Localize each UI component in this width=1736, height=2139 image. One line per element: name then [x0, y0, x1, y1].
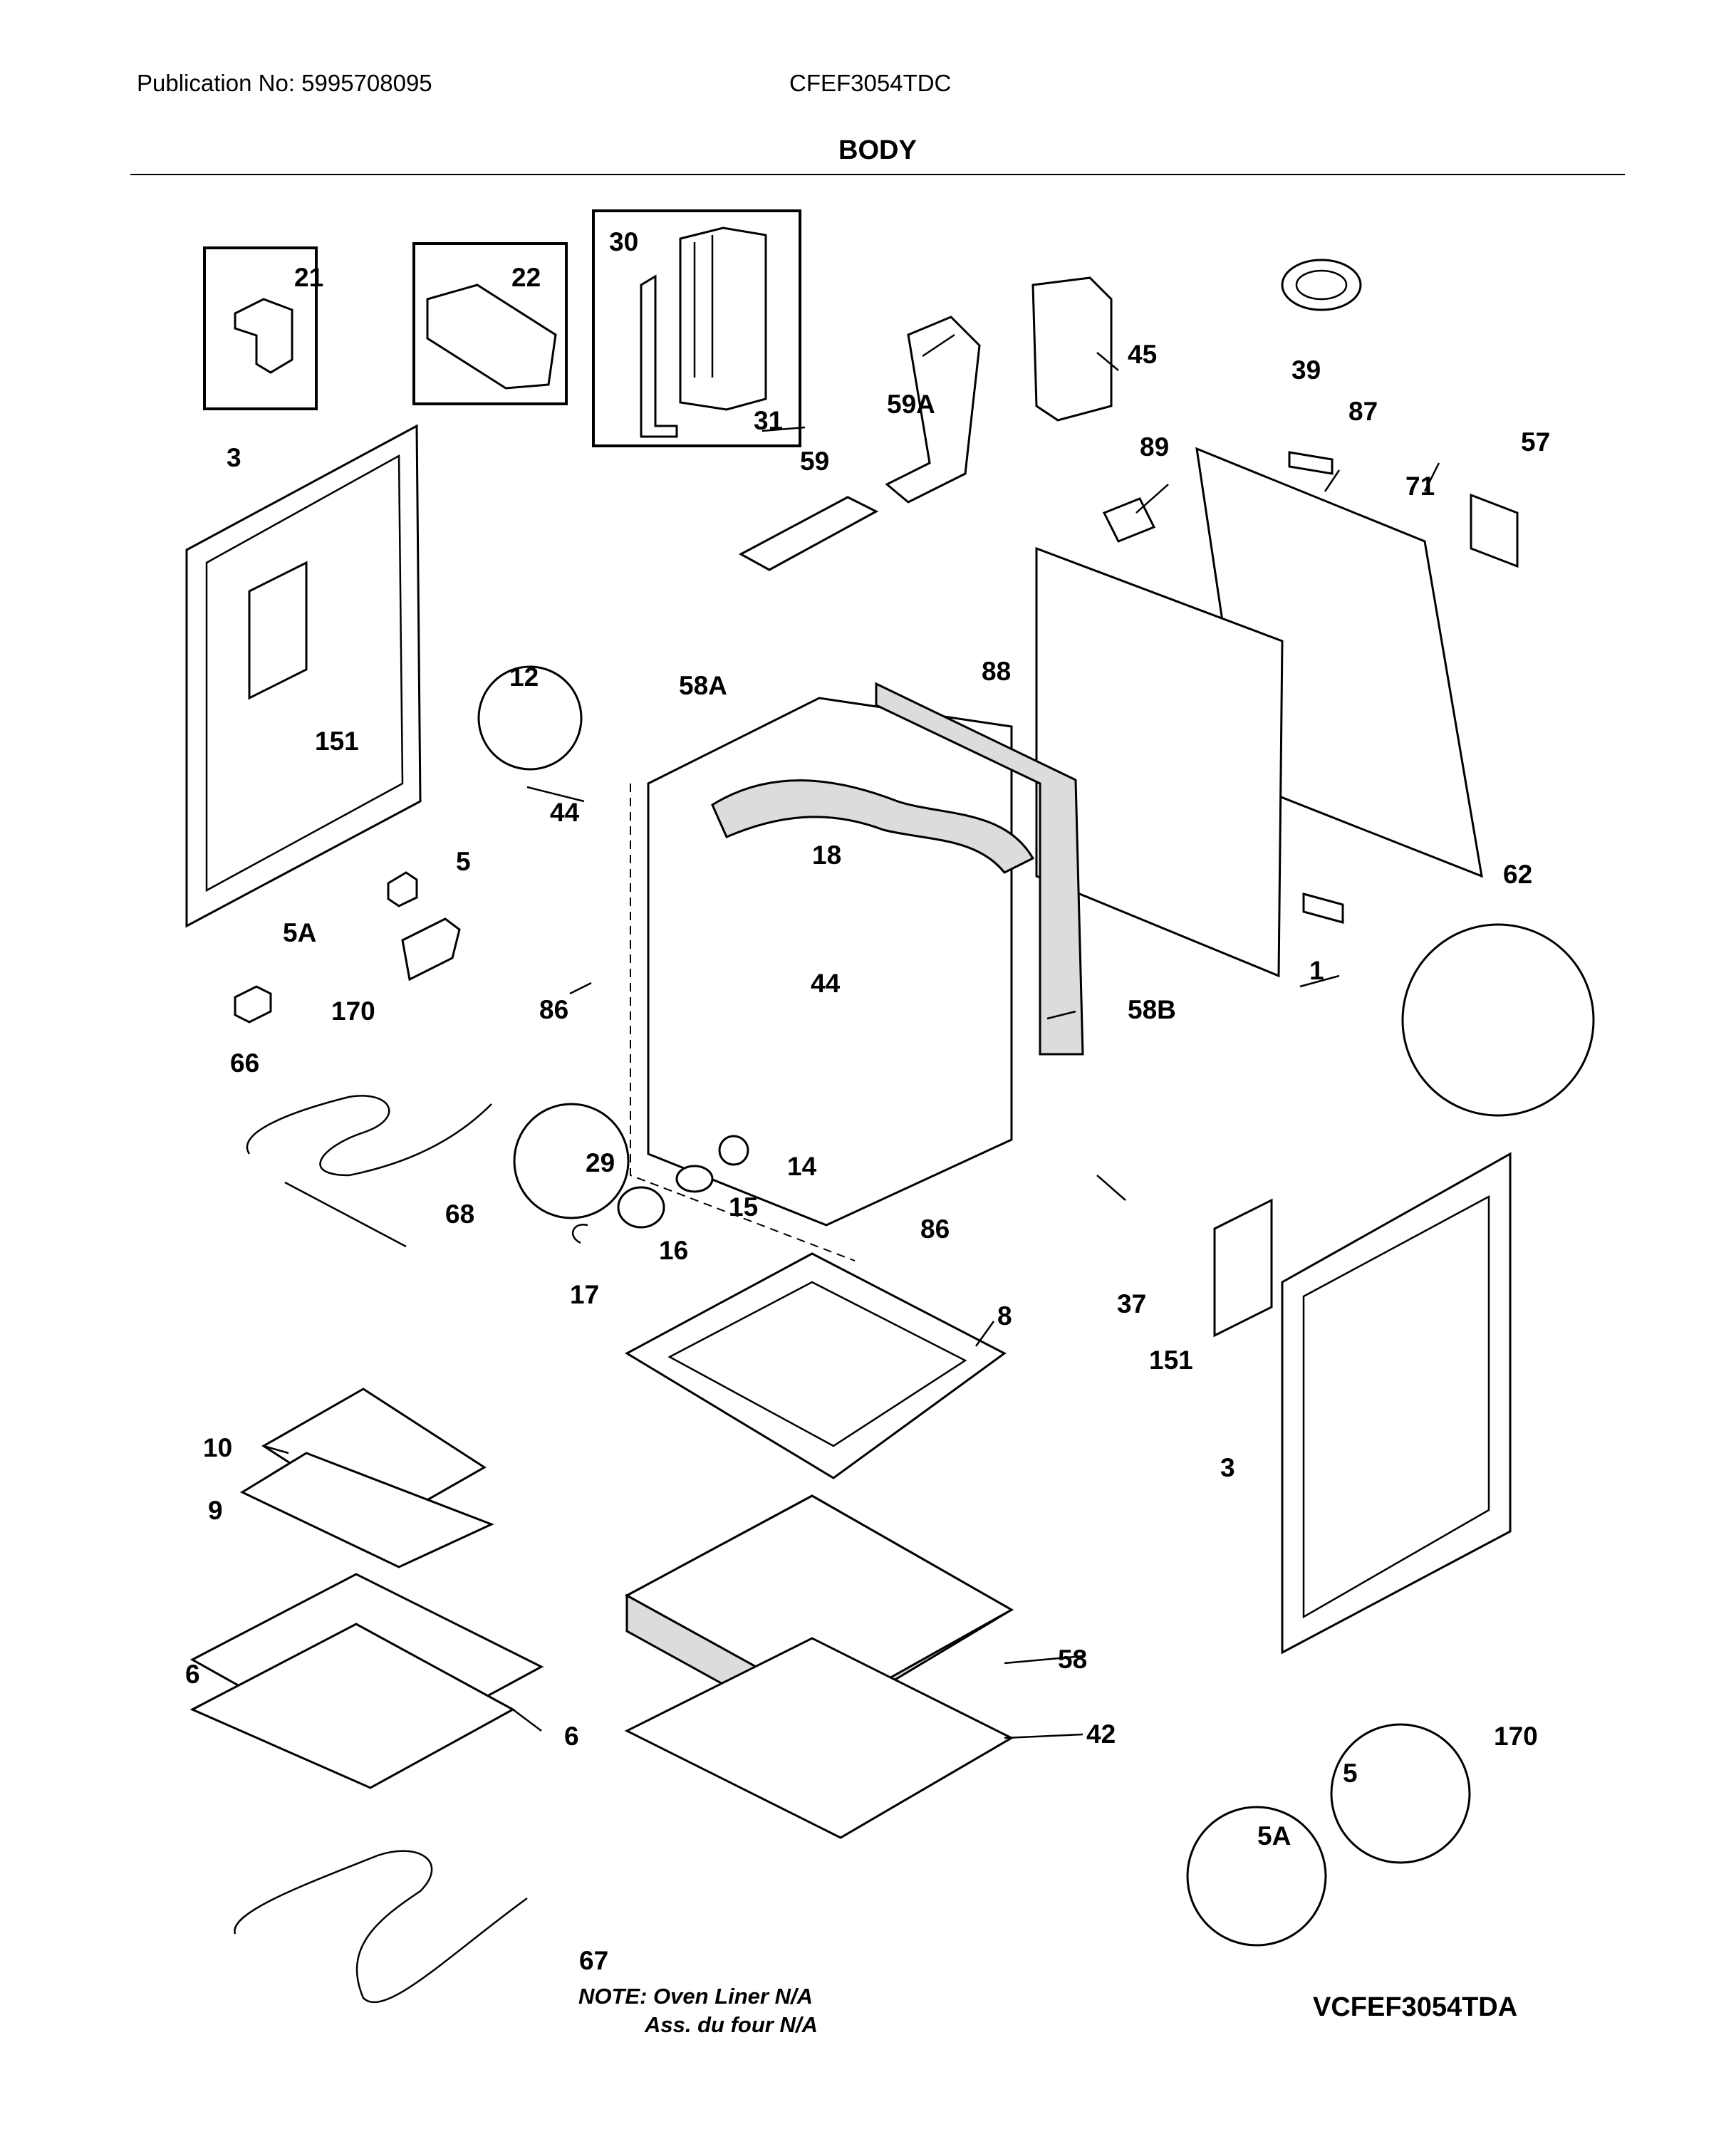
callout-170-right: 170 — [1494, 1722, 1538, 1751]
callout-31: 31 — [754, 406, 783, 435]
oven-racks — [189, 1573, 544, 1789]
callout-5A-left: 5A — [283, 918, 316, 947]
callout-66: 66 — [230, 1048, 259, 1078]
section-title: BODY — [838, 135, 917, 165]
callout-37: 37 — [1117, 1289, 1146, 1318]
callout-59: 59 — [800, 447, 829, 476]
bake-element — [234, 1850, 528, 2003]
callout-5A-right: 5A — [1257, 1821, 1291, 1851]
inset-box-21 — [203, 246, 318, 410]
left-side-panel — [185, 424, 422, 928]
callout-17: 17 — [570, 1280, 599, 1309]
callout-labels: 21 22 30 31 45 39 59A 59 3 151 87 57 89 … — [185, 227, 1550, 1975]
callout-22: 22 — [511, 263, 541, 292]
broil-element — [246, 1095, 492, 1248]
callout-42: 42 — [1086, 1719, 1116, 1749]
callout-44-mid: 44 — [811, 969, 841, 998]
header-rule — [130, 174, 1625, 175]
leader-lines — [263, 333, 1440, 1739]
callout-151-right: 151 — [1149, 1346, 1193, 1375]
base-pan — [624, 1637, 1014, 1839]
callout-151-left: 151 — [315, 727, 359, 756]
diagram-code: VCFEF3054TDA — [1313, 1992, 1517, 2022]
callout-44-top: 44 — [550, 798, 580, 827]
callout-12: 12 — [509, 662, 539, 692]
callout-9: 9 — [208, 1496, 223, 1525]
bottom-panel — [624, 1252, 1007, 1479]
callout-5-right: 5 — [1343, 1759, 1358, 1788]
detail-circles — [477, 665, 1595, 1947]
left-leveler-parts — [234, 871, 461, 1024]
callout-170-left: 170 — [331, 996, 375, 1026]
ducts-and-brackets — [738, 259, 1362, 571]
inset-box-30-31 — [592, 209, 801, 447]
note-line-2: Ass. du four N/A — [644, 2012, 818, 2037]
callout-15: 15 — [729, 1192, 758, 1222]
callout-18: 18 — [812, 840, 841, 870]
callout-67: 67 — [579, 1946, 608, 1975]
broiler-pan — [239, 1388, 494, 1568]
callout-16: 16 — [659, 1236, 688, 1265]
inset-box-22 — [412, 242, 568, 405]
model-number: CFEF3054TDC — [789, 70, 952, 96]
callout-88: 88 — [982, 657, 1011, 686]
rear-panels — [1035, 447, 1519, 978]
callout-58: 58 — [1058, 1645, 1087, 1674]
callout-62: 62 — [1503, 860, 1532, 889]
callout-5-left: 5 — [456, 847, 471, 876]
callout-86-right: 86 — [920, 1214, 950, 1244]
callout-87: 87 — [1348, 397, 1378, 426]
callout-6-bottom: 6 — [564, 1722, 579, 1751]
callout-59A: 59A — [887, 390, 935, 419]
callout-1: 1 — [1309, 956, 1324, 985]
callout-3-left: 3 — [227, 443, 241, 472]
callout-6-top: 6 — [185, 1660, 200, 1689]
callout-86-left: 86 — [539, 995, 568, 1024]
callout-14: 14 — [787, 1152, 817, 1181]
callout-30: 30 — [609, 227, 638, 256]
note-line-1: NOTE: Oven Liner N/A — [578, 1984, 813, 2009]
callout-29: 29 — [586, 1148, 615, 1177]
callout-71: 71 — [1405, 472, 1435, 501]
callout-58B: 58B — [1128, 995, 1176, 1024]
callout-39: 39 — [1291, 355, 1321, 385]
callout-58A: 58A — [679, 671, 727, 700]
light-parts — [572, 1135, 749, 1244]
right-side-panel — [1213, 1152, 1512, 1655]
callout-45: 45 — [1128, 340, 1157, 369]
callout-68: 68 — [445, 1199, 474, 1229]
callout-3-right: 3 — [1220, 1453, 1235, 1482]
callout-10: 10 — [203, 1433, 232, 1462]
publication-number: Publication No: 5995708095 — [137, 70, 432, 96]
callout-21: 21 — [294, 263, 323, 292]
callout-89: 89 — [1140, 432, 1169, 462]
oven-cavity — [630, 682, 1084, 1261]
callout-8: 8 — [997, 1301, 1012, 1331]
callout-57: 57 — [1521, 427, 1550, 457]
